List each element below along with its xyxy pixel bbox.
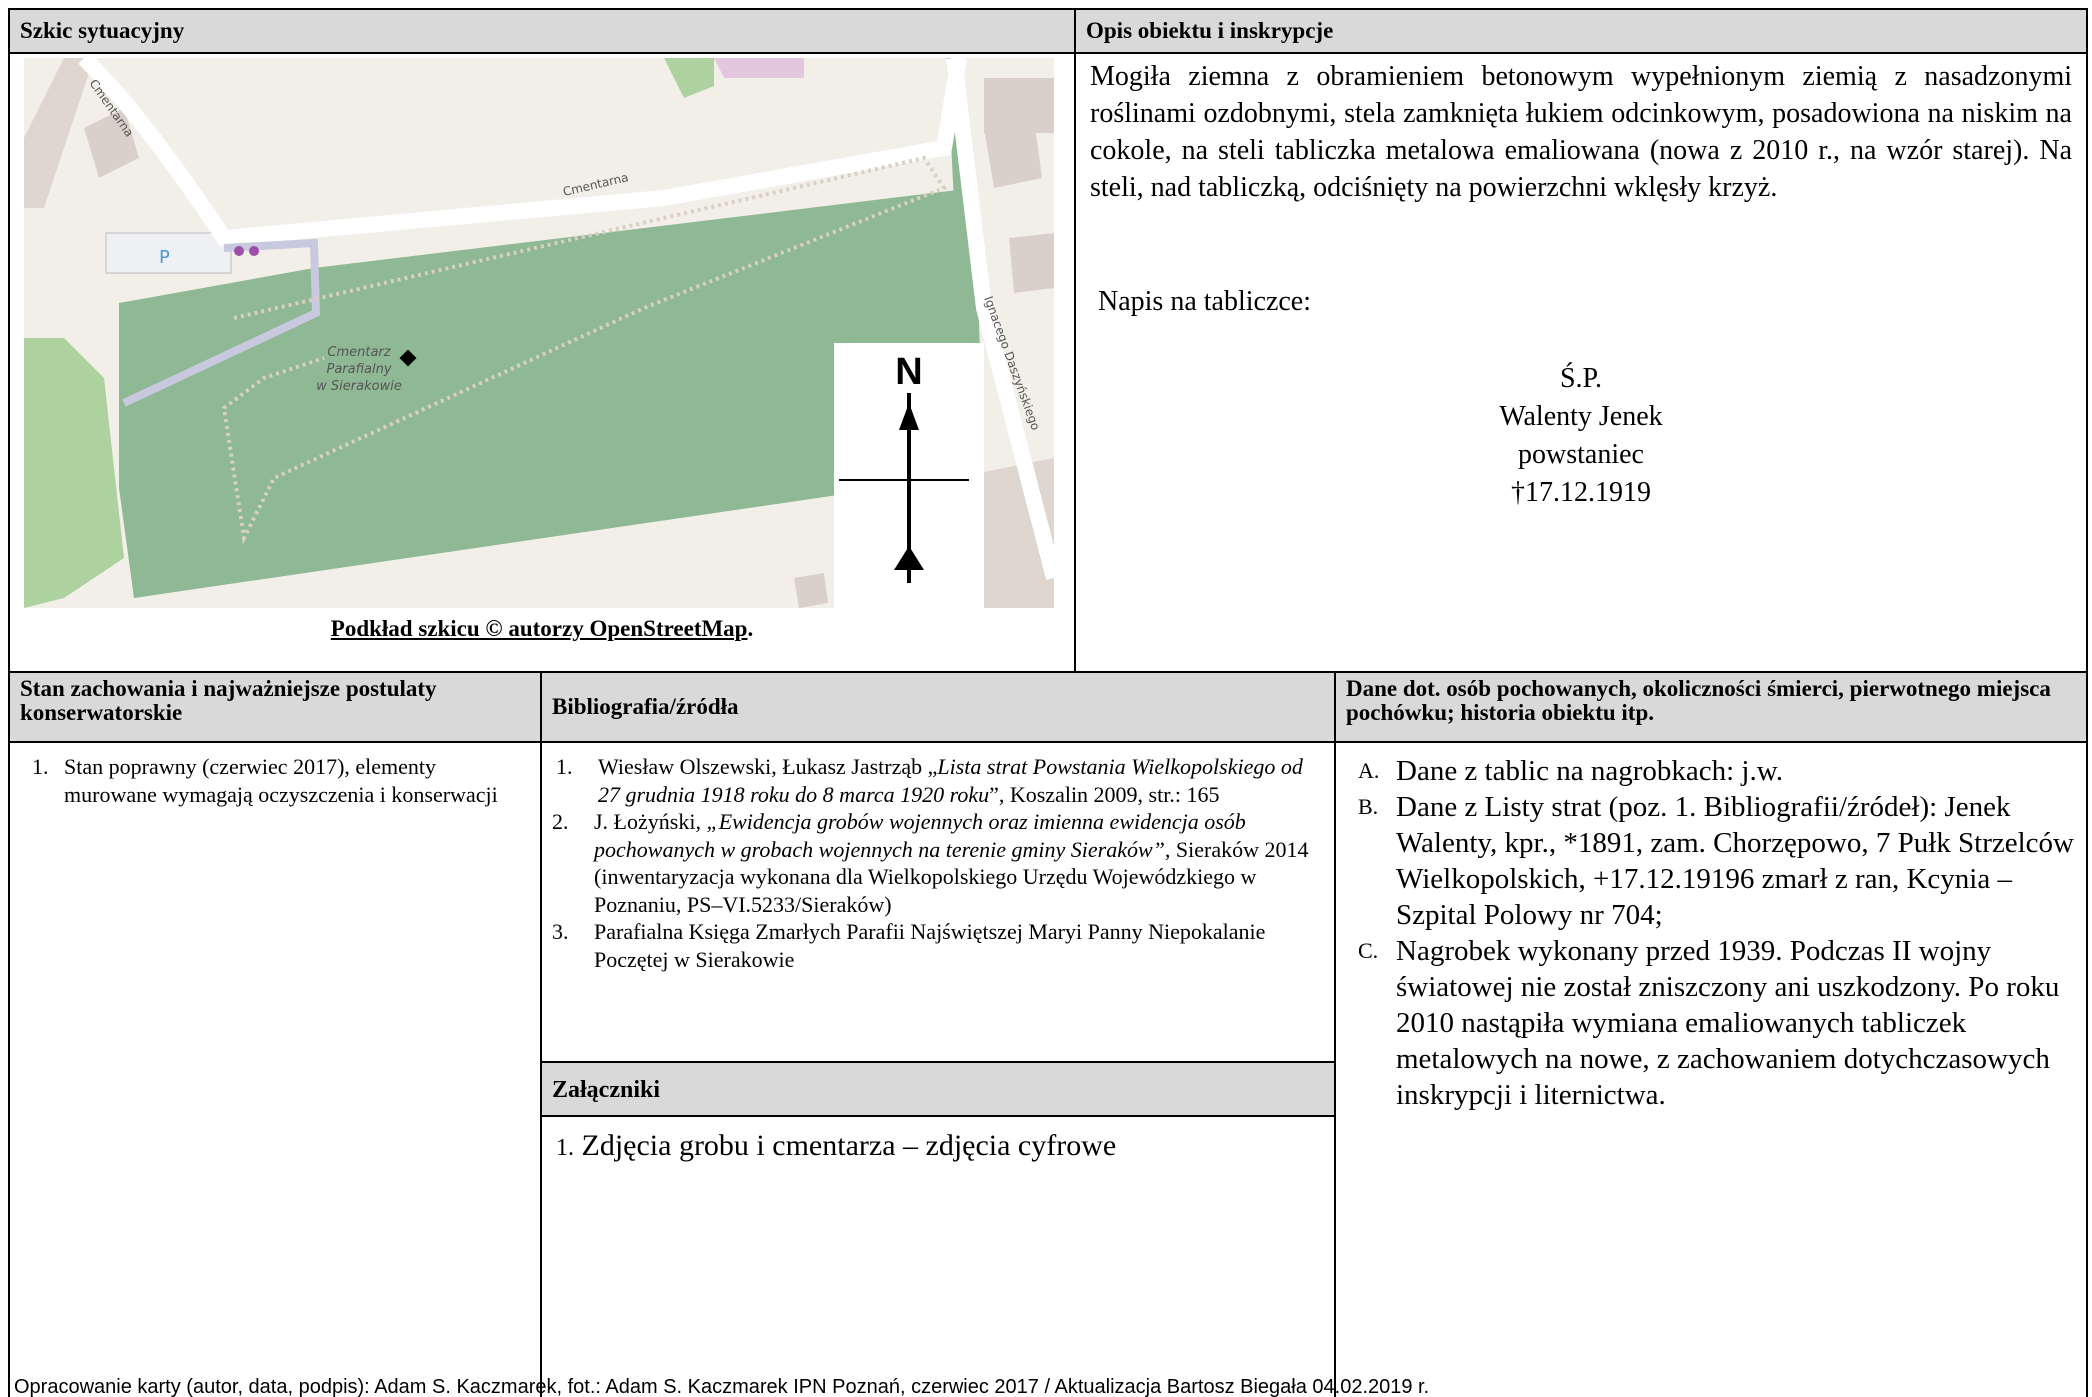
- map-parking: [105, 232, 232, 274]
- map-road-cmentarna: [78, 58, 967, 247]
- sketch-cell: Szkic sytuacyjny: [8, 8, 1076, 673]
- sketch-header: Szkic sytuacyjny: [10, 10, 1074, 54]
- bib-text: , Sieraków 2014 (inwentaryzacja wykonana…: [594, 836, 1309, 917]
- map-poi-icons: [234, 246, 259, 256]
- list-item: C. Nagrobek wykonany przed 1939. Podczas…: [1358, 933, 2074, 1113]
- bib-text: J. Łożyński: [594, 809, 696, 834]
- list-item-text: Dane z Listy strat (poz. 1. Bibliografii…: [1396, 791, 2074, 931]
- map-label-parking: P: [159, 247, 170, 268]
- map-label-cemetery-2: Parafialny: [326, 362, 391, 377]
- map-wood: [664, 58, 714, 98]
- north-label: N: [895, 351, 922, 393]
- list-item-marker: A.: [1358, 758, 1380, 783]
- map-dotted-path: [221, 155, 948, 545]
- description-text: Mogiła ziemna z obramieniem betonowym wy…: [1090, 61, 2072, 203]
- persons-list: A. Dane z tablic na nagrobkach: j.w. B. …: [1358, 753, 2074, 1113]
- attachment-number: 1.: [556, 1135, 574, 1161]
- list-item-text: Nagrobek wykonany przed 1939. Podczas II…: [1396, 935, 2060, 1111]
- state-header: Stan zachowania i najważniejsze postulat…: [10, 673, 540, 743]
- north-arrow-head-icon: [899, 403, 919, 430]
- state-cell: Stan zachowania i najważniejsze postulat…: [8, 671, 542, 1397]
- bibliography-header: Bibliografia/źródła: [542, 673, 1334, 743]
- attachments-header: Załączniki: [542, 1061, 1334, 1117]
- map-cemetery: [119, 188, 984, 598]
- footer-text: Opracowanie karty (autor, data, podpis):…: [14, 1376, 1430, 1397]
- list-item-number: 2.: [552, 809, 569, 834]
- bibliography-cell: Bibliografia/źródła 1. Wiesław Olszewski…: [540, 671, 1336, 1397]
- inscription-line: †17.12.1919: [1511, 477, 1651, 508]
- description-cell: Opis obiektu i inskrypcje Mogiła ziemna …: [1074, 8, 2088, 673]
- inscription-line: Walenty Jenek: [1499, 401, 1663, 432]
- bib-text: Wiesław Olszewski, Łukasz Jastrząb „: [598, 754, 938, 779]
- list-item-number: 3.: [552, 919, 569, 944]
- north-arrow-tail-icon: [894, 546, 924, 570]
- map-path: [122, 238, 321, 407]
- inscription-line: powstaniec: [1518, 439, 1644, 470]
- map-road-daszynskiego: [946, 58, 1054, 581]
- list-item-text: Stan poprawny (czerwiec 2017), elementy …: [64, 754, 498, 807]
- map-building: [1009, 233, 1054, 293]
- list-item: 1. Stan poprawny (czerwiec 2017), elemen…: [32, 753, 526, 809]
- attachment-text: Zdjęcia grobu i cmentarza – zdjęcia cyfr…: [581, 1129, 1117, 1162]
- inscription-line: Ś.P.: [1559, 363, 1603, 394]
- attachment-item: 1. Zdjęcia grobu i cmentarza – zdjęcia c…: [556, 1129, 1116, 1163]
- bib-title: , „Ewidencja grobów wojennych oraz imien…: [594, 809, 1246, 862]
- list-item-text: Dane z tablic na nagrobkach: j.w.: [1396, 755, 1784, 787]
- list-item: 1. Wiesław Olszewski, Łukasz Jastrząb „L…: [552, 753, 1320, 808]
- map-cemetery-marker: [399, 349, 417, 367]
- map-credit-suffix: .: [747, 616, 754, 641]
- map-building: [794, 573, 828, 608]
- list-item-marker: B.: [1358, 794, 1379, 819]
- list-item: B. Dane z Listy strat (poz. 1. Bibliogra…: [1358, 789, 2074, 933]
- list-item: A. Dane z tablic na nagrobkach: j.w.: [1358, 753, 2074, 789]
- situation-map: Cmentarna Cmentarna Ignacego Daszyńskieg…: [24, 58, 1054, 608]
- map-credit[interactable]: Podkład szkicu © autorzy OpenStreetMap.: [10, 616, 1074, 642]
- bib-text: ”, Koszalin 2009, str.: 165: [989, 781, 1220, 807]
- bib-text: Parafialna Księga Zmarłych Parafii Najśw…: [594, 919, 1266, 972]
- list-item-number: 1.: [556, 754, 573, 779]
- map-label-cemetery-3: w Sierakowie: [316, 379, 402, 394]
- inscription-label: Napis na tabliczce:: [1098, 286, 1312, 317]
- map-building: [984, 118, 1042, 188]
- map-wood: [24, 338, 124, 608]
- list-item-number: 1.: [32, 754, 49, 779]
- bib-title: Lista strat Powstania Wielkopolskiego od…: [598, 754, 1303, 807]
- list-item-marker: C.: [1358, 938, 1379, 963]
- map-credit-link[interactable]: Podkład szkicu © autorzy OpenStreetMap: [330, 616, 748, 641]
- list-item: 2. J. Łożyński, „Ewidencja grobów wojenn…: [552, 808, 1320, 918]
- state-list: 1. Stan poprawny (czerwiec 2017), elemen…: [32, 753, 526, 809]
- map-building: [84, 108, 139, 178]
- map-svg: Cmentarna Cmentarna Ignacego Daszyńskieg…: [24, 58, 1054, 608]
- inscription: Ś.P. Walenty Jenek powstaniec †17.12.191…: [1076, 360, 2086, 512]
- list-item: 3. Parafialna Księga Zmarłych Parafii Na…: [552, 918, 1320, 973]
- map-label-cemetery-1: Cmentarz: [327, 345, 391, 360]
- map-building: [24, 58, 94, 208]
- persons-cell: Dane dot. osób pochowanych, okoliczności…: [1334, 671, 2088, 1397]
- description-header: Opis obiektu i inskrypcje: [1076, 10, 2086, 54]
- map-area: [714, 58, 804, 78]
- persons-header: Dane dot. osób pochowanych, okoliczności…: [1336, 673, 2086, 743]
- bibliography-list: 1. Wiesław Olszewski, Łukasz Jastrząb „L…: [552, 753, 1320, 973]
